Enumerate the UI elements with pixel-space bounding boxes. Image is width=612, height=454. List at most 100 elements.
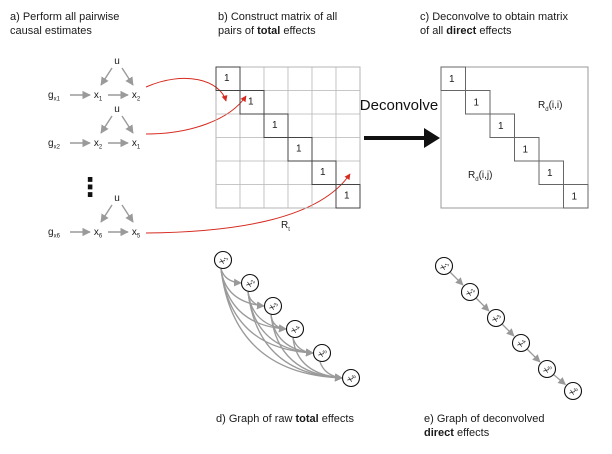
- direct-effect-edge: [449, 271, 464, 286]
- node-x5: x5: [312, 343, 332, 363]
- node-label: x4: [288, 323, 302, 334]
- node-x2: x2: [460, 282, 480, 302]
- cause-label: x1: [94, 90, 103, 103]
- node-label: x2: [463, 286, 477, 297]
- diagonal-value: 1: [498, 121, 504, 132]
- node-circle: [213, 250, 233, 270]
- node-label: x6: [566, 385, 580, 396]
- effect-label: x2: [132, 90, 141, 103]
- diagonal-value: 1: [523, 145, 529, 156]
- instrument-label: gx1: [48, 90, 61, 103]
- red-arrow-1: [145, 77, 228, 102]
- caption-b-line1: b) Construct matrix of all: [218, 11, 337, 23]
- total-effect-edge: [319, 361, 343, 382]
- diagonal-cell: [263, 113, 289, 138]
- node-circle: [460, 282, 480, 302]
- diagonal-value: 1: [474, 98, 480, 109]
- confounder-u: u: [114, 56, 120, 67]
- diagonal-value: 1: [572, 192, 578, 203]
- node-circle: [434, 256, 454, 276]
- direct-effect-edge: [501, 323, 515, 337]
- caption-c-line1: c) Deconvolve to obtain matrix: [420, 11, 568, 23]
- matrix-total-label: Rt: [281, 220, 290, 233]
- total-effect-edge: [220, 268, 343, 382]
- matrix-direct-upper-label: Rd(i,i): [538, 100, 562, 113]
- diagonal-value: 1: [344, 191, 350, 202]
- caption-b-line2: pairs of total effects: [218, 25, 316, 37]
- diagonal-cell: [335, 184, 361, 209]
- node-label: x3: [266, 300, 280, 311]
- diagonal-cell: [514, 137, 540, 162]
- node-x5: x5: [537, 359, 557, 379]
- node-label: x4: [514, 337, 528, 348]
- arrow-u-to-effect: [121, 204, 134, 223]
- arrow-u-to-cause: [100, 67, 113, 86]
- node-label: x3: [489, 312, 503, 323]
- node-x4: x4: [511, 333, 531, 353]
- direct-effect-edge: [526, 348, 541, 363]
- node-circle: [312, 343, 332, 363]
- node-label: x5: [315, 347, 329, 358]
- diagonal-cell: [465, 90, 491, 115]
- deconvolve-arrowhead-icon: [424, 128, 440, 148]
- caption-a-line1: a) Perform all pairwise: [10, 11, 119, 23]
- diagonal-value: 1: [449, 74, 455, 85]
- node-x3: x3: [486, 308, 506, 328]
- diagonal-cell: [538, 160, 564, 185]
- diagonal-cell: [489, 113, 515, 138]
- direct-effects-graph: x1 x2 x3 x4 x5 x6: [434, 256, 583, 401]
- confounder-u: u: [114, 193, 120, 204]
- node-circle: [511, 333, 531, 353]
- node-label: x5: [540, 363, 554, 374]
- diagonal-value: 1: [296, 144, 302, 155]
- diagonal-value: 1: [224, 73, 230, 84]
- node-circle: [341, 368, 361, 388]
- diagonal-cell: [239, 90, 265, 115]
- node-x1: x1: [213, 250, 233, 270]
- cause-label: x6: [94, 227, 103, 240]
- node-label: x1: [216, 254, 230, 265]
- node-x1: x1: [434, 256, 454, 276]
- node-label: x6: [344, 372, 358, 383]
- node-circle: [537, 359, 557, 379]
- node-x2: x2: [240, 273, 260, 293]
- total-effect-edge: [292, 337, 343, 382]
- red-arrow-2: [145, 95, 247, 135]
- caption-e-line1: e) Graph of deconvolved: [424, 413, 544, 425]
- node-circle: [486, 308, 506, 328]
- cause-label: x2: [94, 138, 103, 151]
- motif-1: u gx1 x1 x2: [48, 56, 141, 103]
- matrix-border: [215, 66, 361, 209]
- node-circle: [240, 273, 260, 293]
- red-arrow-3: [145, 173, 351, 234]
- diagonal-cell: [563, 184, 589, 209]
- caption-c-line2: of all direct effects: [420, 25, 512, 37]
- arrow-u-to-effect: [121, 115, 134, 134]
- node-circle: [263, 296, 283, 316]
- node-x6: x6: [341, 368, 361, 388]
- arrow-u-to-effect: [121, 67, 134, 86]
- direct-effect-edge: [475, 297, 490, 312]
- node-label: x1: [437, 260, 451, 271]
- arrow-u-to-cause: [100, 115, 113, 134]
- effect-label: x1: [132, 138, 141, 151]
- node-x6: x6: [563, 381, 583, 401]
- instrument-label: gx2: [48, 138, 61, 151]
- effect-label: x5: [132, 227, 141, 240]
- matrix-direct-lower-label: Rd(i,j): [468, 170, 492, 183]
- diagonal-cell: [287, 137, 313, 162]
- total-effects-graph: x1 x2 x3 x4 x5 x6: [213, 250, 361, 388]
- confounder-u: u: [114, 104, 120, 115]
- node-circle: [285, 319, 305, 339]
- direct-effect-edge: [553, 374, 566, 386]
- motif-2: u gx2 x2 x1: [48, 104, 141, 151]
- diagonal-value: 1: [320, 167, 326, 178]
- total-effect-edge: [270, 314, 343, 382]
- diagonal-cell: [440, 66, 466, 91]
- diagonal-value: 1: [547, 168, 553, 179]
- matrix-border: [440, 66, 589, 209]
